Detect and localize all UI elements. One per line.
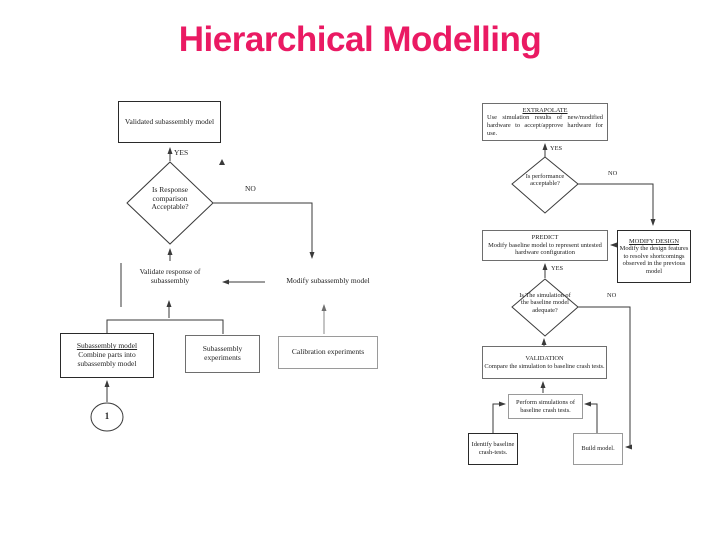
simulation-decision: Is The simulation of the baseline model … <box>519 292 571 314</box>
validate-response-label: Validate response of subassembly <box>139 267 201 285</box>
predict-box-title: PREDICT <box>531 234 559 242</box>
no-label-right-2: NO <box>607 292 617 299</box>
calibration-experiments-label: Calibration experiments <box>291 347 365 357</box>
extrapolate-box: EXTRAPOLATE Use simulation results of ne… <box>482 103 608 141</box>
subassembly-experiments-box: Subassembly experiments <box>185 335 260 373</box>
yes-label-right-2: YES <box>551 265 564 272</box>
build-model-box: Build model. <box>573 433 623 465</box>
modify-design-box-title: MODIFY DESIGN <box>628 237 679 245</box>
no-label-right-1: NO <box>608 170 618 177</box>
perform-simulations-label: Perform simulations of baseline crash te… <box>516 398 575 414</box>
no-label-left: NO <box>245 184 256 193</box>
predict-box: PREDICT Modify baseline model to represe… <box>482 230 608 261</box>
modify-design-box-body: Modify the design features to resolve sh… <box>619 245 689 275</box>
validation-box: VALIDATION Compare the simulation to bas… <box>482 346 607 379</box>
subassembly-model-box-title: Subassembly model <box>76 341 138 351</box>
predict-box-body: Modify baseline model to represent untes… <box>488 241 602 257</box>
perform-simulations-box: Perform simulations of baseline crash te… <box>508 394 583 419</box>
calibration-experiments-box: Calibration experiments <box>278 336 378 369</box>
yes-label-left: YES <box>174 148 189 157</box>
validation-box-title: VALIDATION <box>525 354 564 362</box>
identify-baseline-box: Identify baseline crash-tests. <box>468 433 518 465</box>
modify-design-box: MODIFY DESIGN Modify the design features… <box>617 230 691 283</box>
subassembly-experiments-label: Subassembly experiments <box>202 344 243 362</box>
subassembly-model-box-body: Combine parts into subassembly model <box>77 350 137 368</box>
identify-baseline-label: Identify baseline crash-tests. <box>471 441 515 456</box>
validated-subassembly-model-label: Validated subassembly model <box>124 116 215 126</box>
response-comparison-decision: Is Response comparison Acceptable? <box>151 185 189 212</box>
extrapolate-box-body: Use simulation results of new/modified h… <box>487 114 603 137</box>
left-flow-connectors <box>90 147 327 432</box>
yes-label-right-1: YES <box>550 145 563 152</box>
validated-subassembly-model-box: Validated subassembly model <box>118 101 221 143</box>
subassembly-model-box: Subassembly model Combine parts into sub… <box>60 333 154 378</box>
slide-title: Hierarchical Modelling <box>178 20 542 59</box>
build-model-label: Build model. <box>581 445 615 453</box>
performance-decision: Is performance acceptable? <box>525 173 565 188</box>
modify-subassembly-model-label: Modify subassembly model <box>286 276 370 285</box>
extrapolate-box-title: EXTRAPOLATE <box>522 106 568 114</box>
offpage-connector-1: 1 <box>104 411 110 421</box>
validation-box-body: Compare the simulation to baseline crash… <box>484 362 605 370</box>
